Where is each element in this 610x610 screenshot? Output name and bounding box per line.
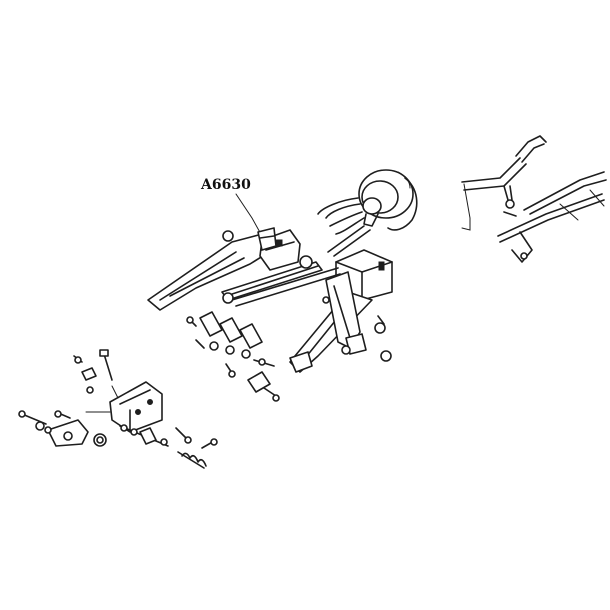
linkage-hardware (119, 424, 218, 469)
detail-inset (461, 135, 607, 263)
booster-pushrod (327, 225, 371, 257)
vacuum-hose (317, 197, 365, 235)
bushing-set (186, 311, 275, 367)
clevis-pin (225, 363, 280, 402)
part-callout-label: A6630 (200, 177, 251, 193)
pedal-support-frame (147, 227, 393, 373)
callout-leader-line (235, 193, 263, 237)
bracket-fasteners (18, 349, 113, 434)
frame-fasteners (222, 230, 392, 362)
brake-booster (358, 169, 418, 231)
pedal-bracket-assembly (47, 381, 163, 447)
